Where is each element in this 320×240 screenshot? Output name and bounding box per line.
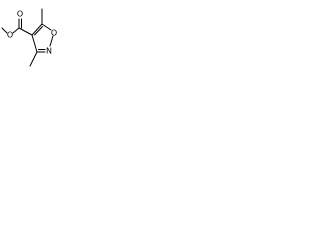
molecule-drawing: O O O N — [1, 8, 57, 67]
bond-c5-o1 — [41, 23, 52, 31]
structure-diagram: O O O N — [0, 0, 75, 74]
bond-ester-o-carbonyl-c — [12, 27, 20, 34]
carbonyl-oxygen-label: O — [17, 10, 23, 19]
bond-c4-c5 — [31, 23, 43, 36]
bond-methyl-ester-o — [1, 27, 8, 34]
bond-c4-c5-inner — [34, 26, 43, 36]
bond-c3-c4 — [31, 34, 38, 53]
bond-c3-methyl — [29, 51, 38, 67]
ring-nitrogen-label: N — [46, 47, 52, 56]
ring-oxygen-label: O — [51, 29, 57, 38]
bond-carbonyl-c-ring-c4 — [18, 27, 33, 36]
bond-o1-n2 — [49, 35, 54, 47]
ester-oxygen-label: O — [7, 31, 13, 40]
